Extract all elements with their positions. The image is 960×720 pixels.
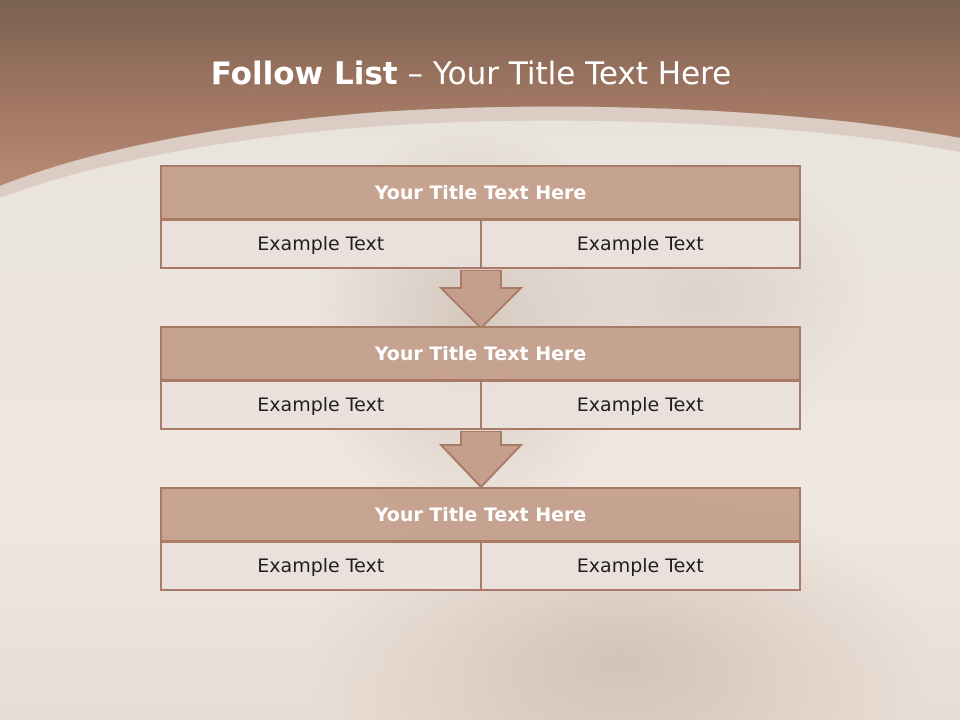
block-row: Example Text Example Text [160,380,801,430]
block-cell-right: Example Text [479,219,801,269]
down-arrow-icon [438,431,524,489]
block-title: Your Title Text Here [160,165,801,220]
block-title: Your Title Text Here [160,326,801,381]
list-block-2: Your Title Text Here Example Text Exampl… [160,326,801,430]
block-row: Example Text Example Text [160,219,801,269]
list-block-3: Your Title Text Here Example Text Exampl… [160,487,801,591]
block-row: Example Text Example Text [160,541,801,591]
header-band [0,0,960,198]
block-cell-left: Example Text [160,541,482,591]
down-arrow-icon [438,270,524,330]
block-cell-right: Example Text [479,541,801,591]
list-block-1: Your Title Text Here Example Text Exampl… [160,165,801,269]
title-bold: Follow List [210,56,398,92]
block-cell-right: Example Text [479,380,801,430]
title-dash: – [407,56,423,92]
block-cell-left: Example Text [160,219,482,269]
slide-title: Follow List – Your Title Text Here [0,52,942,96]
block-title: Your Title Text Here [160,487,801,542]
block-cell-left: Example Text [160,380,482,430]
title-rest: Your Title Text Here [432,56,732,92]
